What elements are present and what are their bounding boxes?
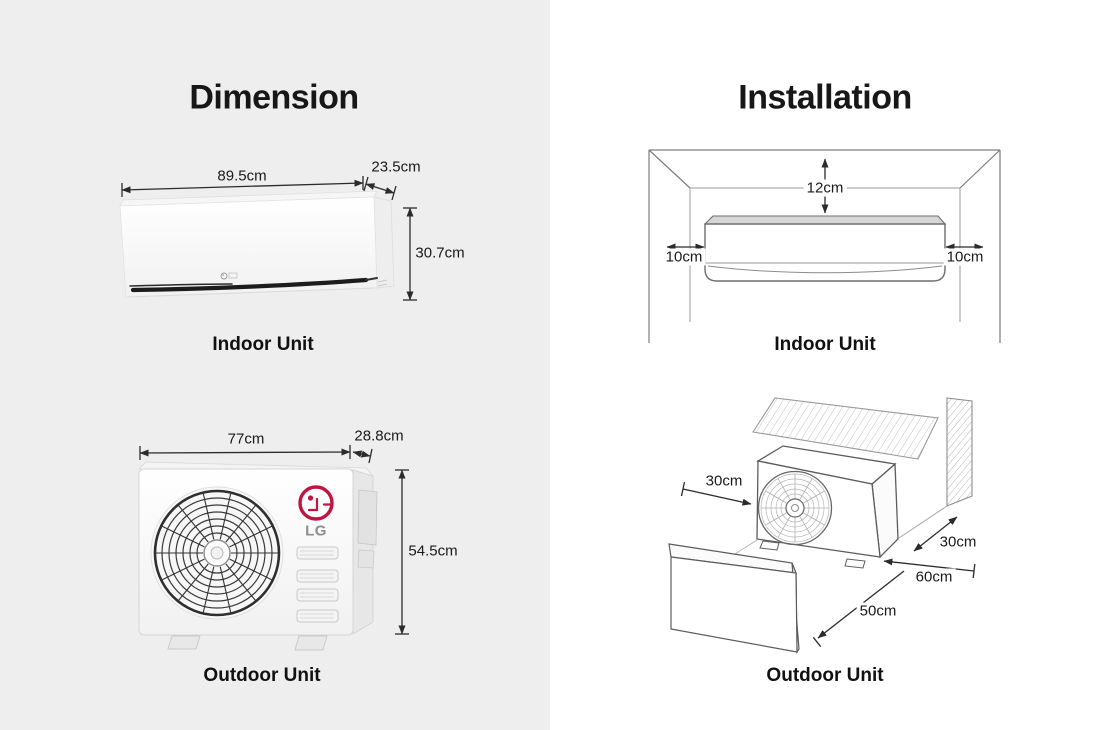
install-outdoor-diagonal-clearance-label: 50cm	[856, 602, 900, 620]
installation-title: Installation	[738, 78, 912, 117]
indoor-width-label: 89.5cm	[217, 167, 267, 185]
install-indoor-clearance-arrows	[666, 158, 984, 251]
install-outdoor-drawing	[668, 397, 973, 654]
install-indoor-right-clearance-label: 10cm	[943, 248, 987, 266]
indoor-depth-label: 23.5cm	[371, 158, 421, 176]
install-outdoor-fan	[757, 470, 833, 546]
indoor-dimension-lines	[121, 176, 417, 301]
indoor-height-label: 30.7cm	[415, 244, 465, 262]
outdoor-width-label: 77cm	[227, 430, 265, 448]
indoor-lg-logo-icon	[220, 272, 238, 280]
outdoor-height-label: 54.5cm	[408, 542, 458, 560]
install-obstacle-box	[668, 543, 800, 654]
lg-badge-icon	[298, 485, 334, 521]
install-indoor-unit-drawing	[703, 215, 947, 282]
dimension-title: Dimension	[189, 78, 359, 117]
install-indoor-caption: Indoor Unit	[774, 334, 876, 355]
install-outdoor-unit	[756, 445, 899, 569]
install-indoor-top-clearance-label: 12cm	[803, 179, 847, 197]
installation-panel-background	[550, 0, 1100, 730]
install-outdoor-caption: Outdoor Unit	[766, 665, 884, 686]
install-outdoor-front-clearance-label: 30cm	[702, 472, 746, 490]
install-outdoor-rear-clearance-label: 30cm	[936, 533, 980, 551]
indoor-unit-caption: Indoor Unit	[212, 334, 314, 355]
outdoor-fan-grille	[150, 486, 284, 620]
lg-brand-text: LG	[305, 522, 327, 540]
outdoor-louvers	[296, 546, 339, 623]
outdoor-depth-label: 28.8cm	[354, 427, 404, 445]
install-indoor-left-clearance-label: 10cm	[662, 248, 706, 266]
outdoor-dimension-lines	[139, 445, 409, 635]
indoor-unit-illustration	[119, 190, 395, 298]
outdoor-unit-illustration	[138, 461, 378, 651]
install-outdoor-side-clearance-label: 60cm	[912, 568, 956, 586]
outdoor-unit-caption: Outdoor Unit	[203, 665, 321, 686]
